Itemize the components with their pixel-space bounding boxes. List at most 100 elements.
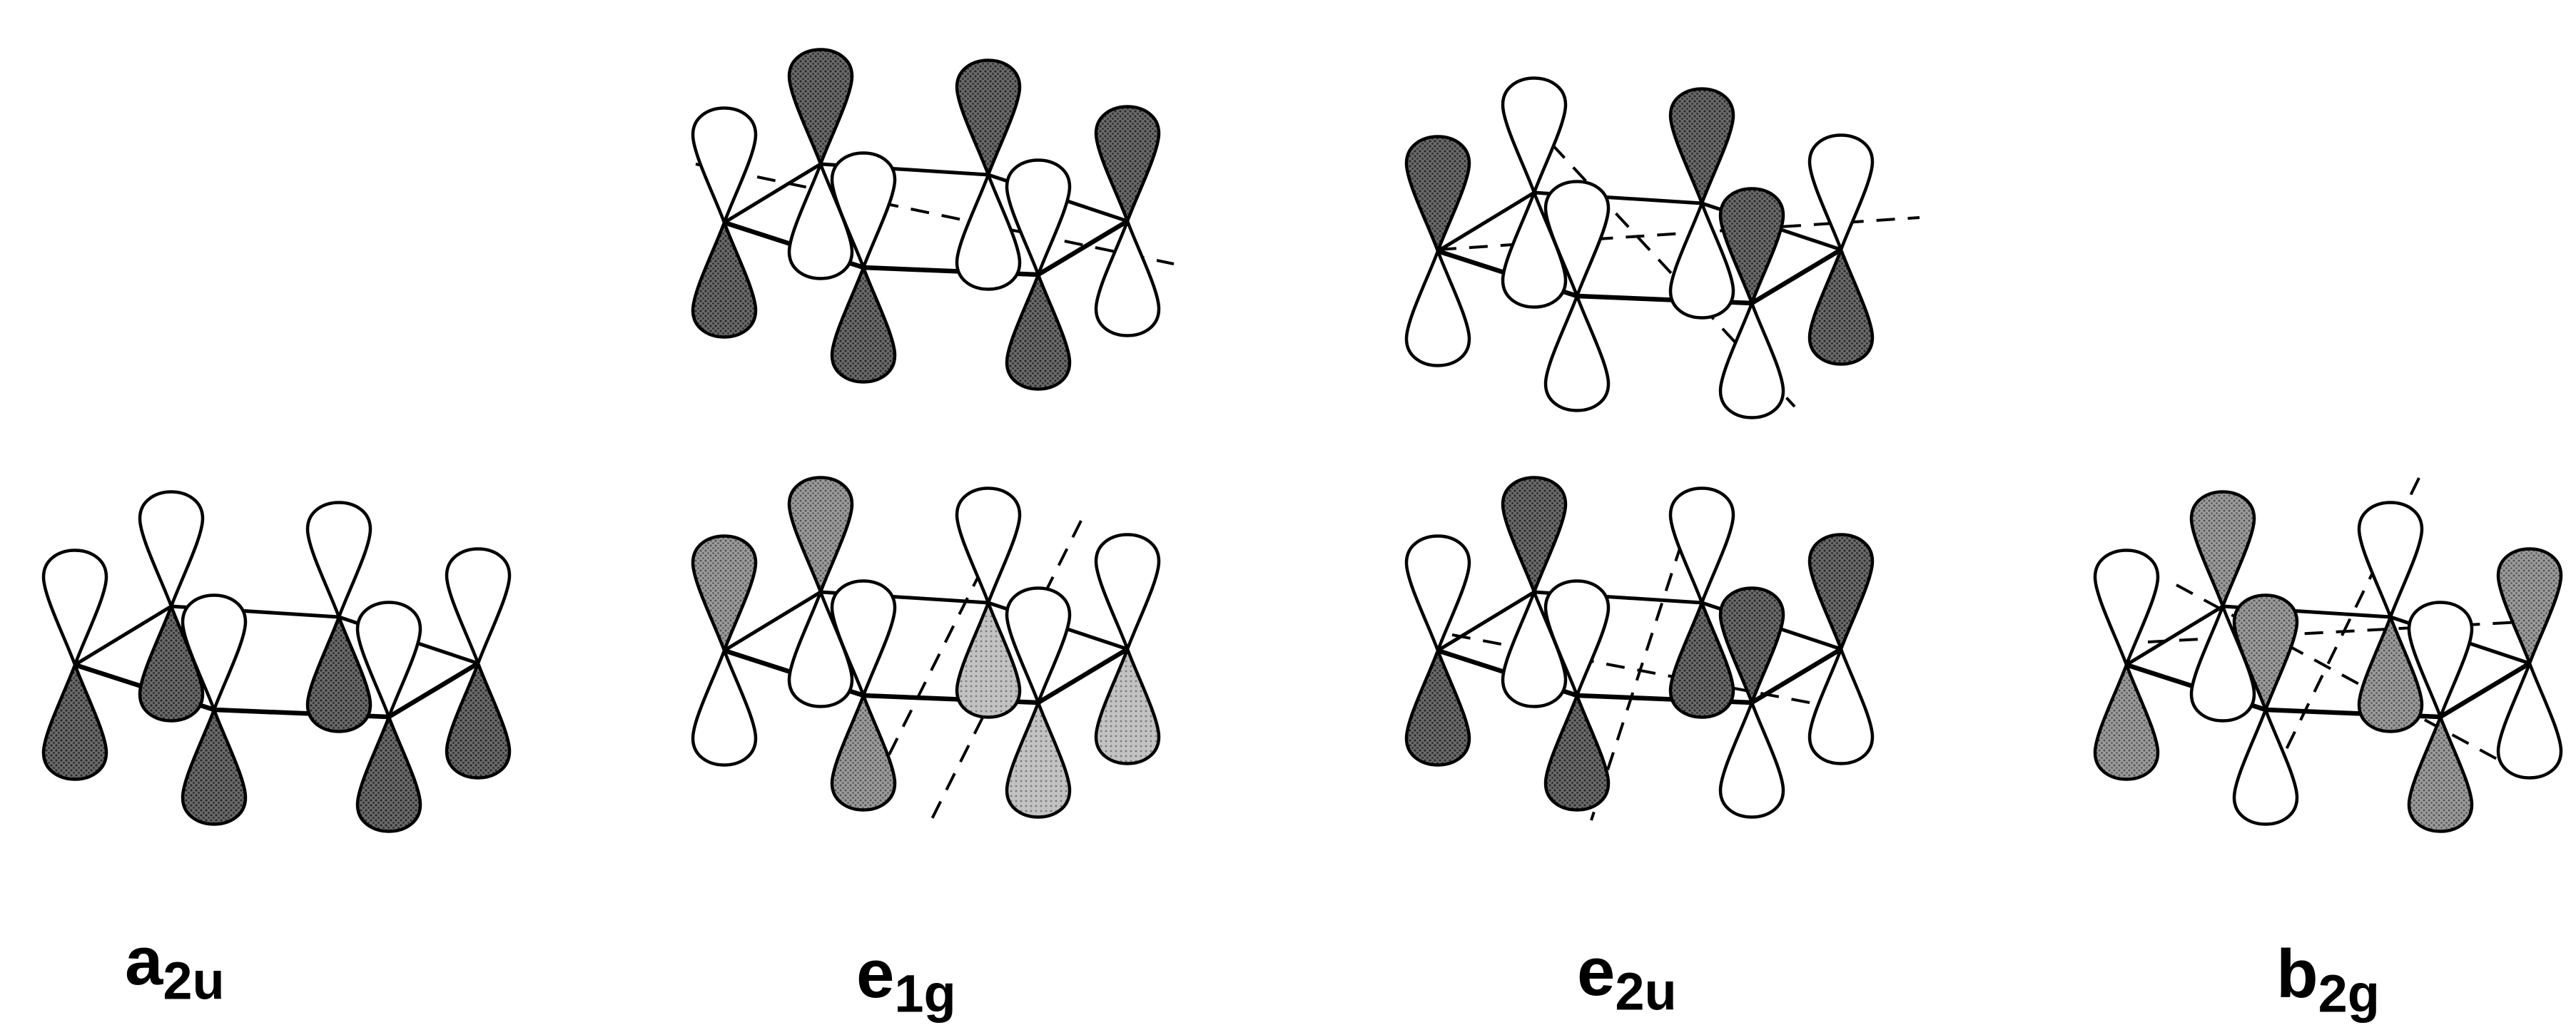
orbital-e1g-upper-p-orbital-1 — [691, 106, 758, 339]
orbital-b2g-p-orbital-4-lower-lobe — [2496, 658, 2563, 780]
orbital-a2u-p-orbital-6 — [181, 593, 248, 826]
orbital-e2u-lower-p-orbital-2-upper-lobe — [1501, 476, 1568, 597]
orbital-b2g — [2093, 477, 2563, 833]
orbital-e1g-upper-p-orbital-1-upper-lobe — [691, 106, 758, 228]
orbital-e1g-upper-p-orbital-5-lower-lobe — [1005, 270, 1072, 391]
orbital-b2g-p-orbital-5-upper-lobe — [2407, 601, 2474, 722]
orbital-e1g-upper — [691, 48, 1175, 391]
orbital-e1g-lower-p-orbital-1-lower-lobe — [691, 646, 758, 767]
orbital-label-e1g: e1g — [856, 936, 956, 1024]
orbital-e1g-upper-p-orbital-5-upper-lobe — [1005, 158, 1072, 280]
orbital-b2g-p-orbital-4 — [2496, 547, 2563, 780]
orbital-e2u-lower-p-orbital-6-lower-lobe — [1543, 690, 1611, 812]
orbital-e1g-upper-p-orbital-3 — [955, 58, 1022, 291]
orbital-e2u-lower-p-orbital-4-lower-lobe — [1807, 644, 1875, 765]
orbital-a2u-p-orbital-1 — [41, 549, 108, 781]
orbital-b2g-p-orbital-1-lower-lobe — [2093, 660, 2160, 781]
orbital-e2u-lower-p-orbital-6 — [1543, 579, 1611, 812]
orbital-e1g-lower-p-orbital-3 — [955, 486, 1022, 719]
orbital-e1g-upper-p-orbital-5 — [1005, 158, 1072, 391]
orbital-e2u-lower-p-orbital-6-upper-lobe — [1543, 579, 1611, 700]
orbital-a2u-p-orbital-6-upper-lobe — [181, 593, 248, 715]
orbital-e1g-lower-p-orbital-1-upper-lobe — [691, 534, 758, 656]
orbital-e2u-upper-p-orbital-1 — [1404, 135, 1471, 367]
orbital-a2u-p-orbital-1-upper-lobe — [41, 549, 108, 670]
orbital-e2u-upper-p-orbital-4 — [1807, 133, 1875, 366]
orbital-a2u-p-orbital-6-lower-lobe — [181, 705, 248, 826]
orbital-e2u-upper-p-orbital-2-upper-lobe — [1501, 76, 1568, 198]
orbital-e2u-lower-nodal-plane-2 — [1590, 513, 1693, 821]
orbital-e1g-upper-p-orbital-2-upper-lobe — [787, 48, 854, 169]
orbital-a2u-p-orbital-5 — [355, 601, 422, 833]
orbital-b2g-p-orbital-5-lower-lobe — [2407, 712, 2474, 833]
orbital-e1g-lower-p-orbital-2 — [787, 476, 854, 708]
orbital-b2g-nodal-plane-2 — [2261, 477, 2420, 800]
orbital-e1g-upper-p-orbital-4 — [1094, 105, 1161, 337]
orbital-e1g-lower-p-orbital-5 — [1005, 586, 1072, 819]
orbital-b2g-p-orbital-3-lower-lobe — [2357, 612, 2424, 733]
orbital-e1g-upper-p-orbital-1-lower-lobe — [691, 218, 758, 339]
orbital-e1g-lower-p-orbital-6-lower-lobe — [830, 690, 897, 812]
orbital-a2u-p-orbital-5-lower-lobe — [355, 712, 422, 833]
orbital-b2g-p-orbital-6 — [2232, 593, 2299, 826]
orbital-e2u-upper-p-orbital-6-lower-lobe — [1543, 291, 1611, 412]
orbital-e2u-lower — [1404, 476, 1875, 821]
orbital-e2u-upper-p-orbital-5-lower-lobe — [1718, 298, 1785, 419]
orbital-e2u-lower-p-orbital-5 — [1718, 586, 1785, 819]
orbital-e2u-lower-p-orbital-4-upper-lobe — [1807, 533, 1875, 654]
orbital-a2u-p-orbital-4-upper-lobe — [445, 547, 512, 668]
orbital-e2u-upper-p-orbital-4-lower-lobe — [1807, 245, 1875, 366]
orbital-e1g-upper-p-orbital-2 — [787, 48, 854, 280]
orbital-a2u-p-orbital-2-upper-lobe — [138, 490, 205, 611]
orbital-b2g-p-orbital-1-upper-lobe — [2093, 549, 2160, 670]
orbital-b2g-p-orbital-5 — [2407, 601, 2474, 833]
orbital-e1g-upper-p-orbital-4-upper-lobe — [1094, 105, 1161, 226]
orbital-e2u-upper-p-orbital-1-upper-lobe — [1404, 135, 1471, 256]
orbital-e1g-lower-p-orbital-5-lower-lobe — [1005, 698, 1072, 819]
orbital-label-a2u: a2u — [125, 923, 225, 1011]
orbital-e2u-lower-p-orbital-1 — [1404, 534, 1471, 767]
orbital-e2u-lower-p-orbital-5-upper-lobe — [1718, 586, 1785, 708]
orbital-e2u-lower-p-orbital-5-lower-lobe — [1718, 698, 1785, 819]
orbital-a2u-p-orbital-3-lower-lobe — [305, 612, 372, 733]
orbital-e2u-upper-p-orbital-6-upper-lobe — [1543, 180, 1611, 301]
orbital-e2u-lower-p-orbital-3-lower-lobe — [1668, 598, 1735, 719]
orbital-e1g-lower-p-orbital-4 — [1094, 533, 1161, 765]
orbital-e2u-upper — [1404, 76, 1920, 419]
orbital-e2u-upper-p-orbital-3-upper-lobe — [1668, 87, 1735, 208]
ring-front-edges — [74, 661, 480, 720]
orbital-e1g-lower-p-orbital-1 — [691, 534, 758, 767]
orbital-e1g-lower-p-orbital-6-upper-lobe — [830, 579, 897, 700]
orbital-e1g-upper-p-orbital-6-lower-lobe — [830, 262, 897, 384]
orbital-e1g-lower — [691, 476, 1161, 821]
orbital-e1g-lower-p-orbital-2-upper-lobe — [787, 476, 854, 597]
orbital-a2u — [41, 490, 512, 833]
orbital-e2u-upper-p-orbital-1-lower-lobe — [1404, 246, 1471, 367]
orbital-label-e2u: e2u — [1577, 934, 1677, 1021]
orbital-a2u-p-orbital-5-upper-lobe — [355, 601, 422, 722]
orbital-e2u-upper-p-orbital-3-lower-lobe — [1668, 198, 1735, 320]
orbital-b2g-p-orbital-6-lower-lobe — [2232, 705, 2299, 826]
orbital-a2u-p-orbital-2 — [138, 490, 205, 723]
orbital-e1g-lower-p-orbital-4-upper-lobe — [1094, 533, 1161, 654]
orbital-b2g-p-orbital-1 — [2093, 549, 2160, 781]
orbital-a2u-p-orbital-1-lower-lobe — [41, 660, 108, 781]
orbital-a2u-p-orbital-4 — [445, 547, 512, 780]
orbital-e2u-lower-p-orbital-3 — [1668, 486, 1735, 719]
orbital-b2g-p-orbital-3 — [2357, 501, 2424, 733]
orbital-e1g-upper-p-orbital-3-upper-lobe — [955, 58, 1022, 180]
orbital-e2u-upper-p-orbital-5-upper-lobe — [1718, 187, 1785, 308]
orbital-e1g-lower-p-orbital-6 — [830, 579, 897, 812]
orbital-layer — [41, 48, 2563, 833]
orbital-e2u-lower-p-orbital-3-upper-lobe — [1668, 486, 1735, 608]
orbital-e1g-upper-p-orbital-4-lower-lobe — [1094, 216, 1161, 337]
orbital-e1g-upper-p-orbital-6 — [830, 151, 897, 384]
orbital-e2u-upper-p-orbital-4-upper-lobe — [1807, 133, 1875, 255]
orbital-e1g-lower-nodal-plane-1 — [858, 513, 1011, 814]
orbital-label-b2g: b2g — [2276, 936, 2380, 1024]
orbital-e2u-lower-p-orbital-4 — [1807, 533, 1875, 765]
orbital-e2u-upper-p-orbital-2 — [1501, 76, 1568, 309]
ring-front-edges — [2126, 661, 2531, 720]
orbital-e1g-lower-p-orbital-3-upper-lobe — [955, 486, 1022, 608]
